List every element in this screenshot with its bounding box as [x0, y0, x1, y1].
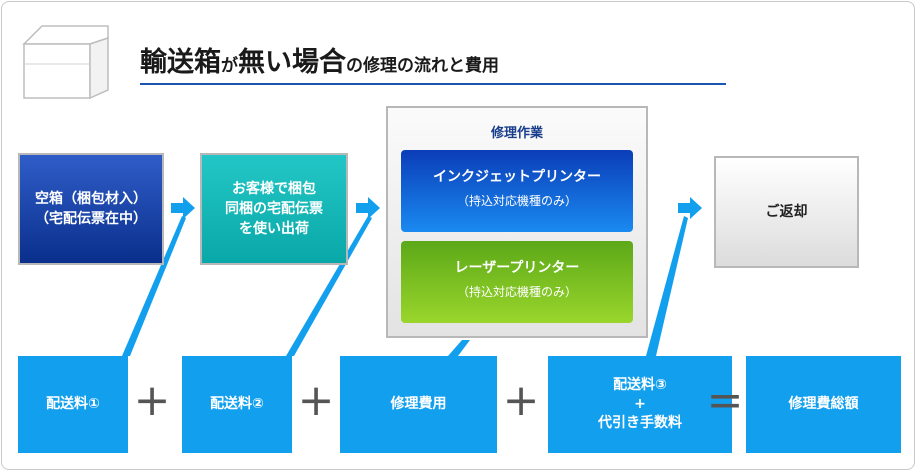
cost-repair-fee: 修理費用: [340, 356, 497, 453]
step-return-label: ご返却: [765, 204, 808, 220]
equals-operator: =: [706, 375, 744, 426]
box-outline-icon: [22, 25, 109, 100]
cost-shipping-2: 配送料②: [182, 356, 292, 453]
plus-operator: +: [502, 375, 540, 426]
cost-total-label: 修理費総額: [788, 396, 859, 412]
repair-work-panel: 修理作業 インクジェットプリンター （持込対応機種のみ） レーザープリンター （…: [386, 106, 648, 338]
title-part-box: 輸送箱: [140, 47, 221, 78]
title-underline: [140, 83, 726, 85]
page-title: 輸送箱が無い場合の修理の流れと費用: [140, 40, 499, 79]
step-customer-pack-line3: を使い出荷: [239, 221, 309, 237]
right-arrow-icon: [678, 197, 702, 219]
laser-printer-label: レーザープリンター: [454, 260, 580, 276]
repair-work-title: 修理作業: [490, 126, 543, 141]
cost-shipping-2-label: 配送料②: [210, 396, 264, 412]
cost-shipping-1: 配送料①: [18, 356, 128, 453]
title-part-rest: の修理の流れと費用: [346, 56, 499, 76]
cost-shipping-3-cod: 配送料③ + 代引き手数料: [548, 356, 732, 453]
step-empty-box-line2: （宅配伝票在中）: [35, 211, 147, 227]
inkjet-printer-label: インクジェットプリンター: [433, 169, 601, 185]
cost-inner-plus: +: [634, 396, 646, 412]
step-return: ご返却: [714, 156, 859, 268]
plus-operator: +: [297, 375, 335, 426]
right-arrow-icon: [356, 197, 380, 219]
title-part-ga: が: [221, 56, 238, 76]
plus-operator: +: [133, 375, 171, 426]
step-empty-box: 空箱（梱包材入） （宅配伝票在中）: [18, 153, 164, 265]
title-part-none: 無い場合: [238, 47, 346, 78]
laser-printer-note: （持込対応機種のみ）: [456, 285, 577, 299]
step-customer-pack-line2: 同梱の宅配伝票: [225, 201, 323, 217]
right-arrow-icon: [171, 197, 195, 219]
cost-total: 修理費総額: [746, 356, 901, 453]
step-empty-box-line1: 空箱（梱包材入）: [35, 191, 147, 207]
cost-repair-fee-label: 修理費用: [390, 396, 447, 412]
cost-cod-fee-label: 代引き手数料: [598, 415, 682, 431]
inkjet-printer-box: インクジェットプリンター （持込対応機種のみ）: [401, 150, 633, 232]
inkjet-printer-note: （持込対応機種のみ）: [456, 194, 577, 208]
step-customer-pack-line1: お客様で梱包: [232, 181, 316, 197]
laser-printer-box: レーザープリンター （持込対応機種のみ）: [401, 241, 633, 323]
step-customer-pack: お客様で梱包 同梱の宅配伝票 を使い出荷: [200, 153, 348, 265]
cost-shipping-1-label: 配送料①: [46, 396, 100, 412]
cost-shipping-3-label: 配送料③: [613, 377, 667, 393]
